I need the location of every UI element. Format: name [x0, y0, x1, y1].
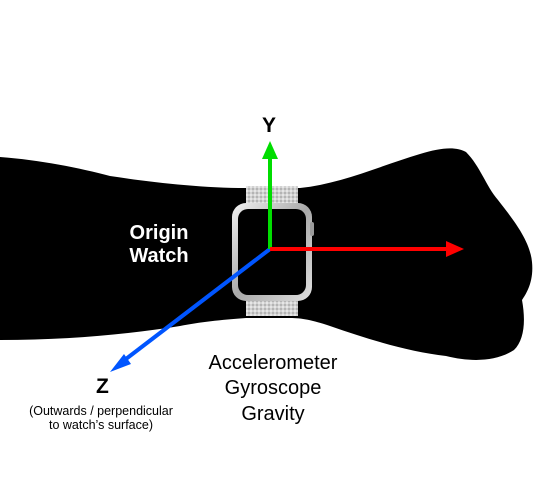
origin-label-line1: Origin [129, 222, 189, 244]
sensor-gravity: Gravity [241, 402, 305, 425]
sensor-accelerometer: Accelerometer [208, 352, 338, 374]
sensor-gyroscope: Gyroscope [224, 377, 322, 400]
z-axis-line [120, 247, 272, 364]
sensor-list: Accelerometer Gyroscope Gravity [180, 351, 366, 427]
origin-label: Origin Watch [110, 222, 208, 268]
y-axis-label: Y [262, 114, 277, 137]
watch-screen [238, 209, 306, 295]
z-axis-label: Z [96, 375, 109, 398]
z-axis-arrowhead [110, 354, 131, 372]
origin-label-line2: Watch [129, 245, 189, 267]
z-axis-note-line2: to watch’s surface) [49, 418, 153, 433]
x-axis-arrowhead [446, 241, 464, 257]
watch-crown [310, 222, 314, 236]
x-axis-label: X [472, 237, 487, 260]
z-axis-note-line1: (Outwards / perpendicular [29, 404, 173, 418]
y-axis-arrowhead [262, 141, 278, 159]
z-axis-note: (Outwards / perpendicular to watch’s sur… [2, 404, 200, 433]
